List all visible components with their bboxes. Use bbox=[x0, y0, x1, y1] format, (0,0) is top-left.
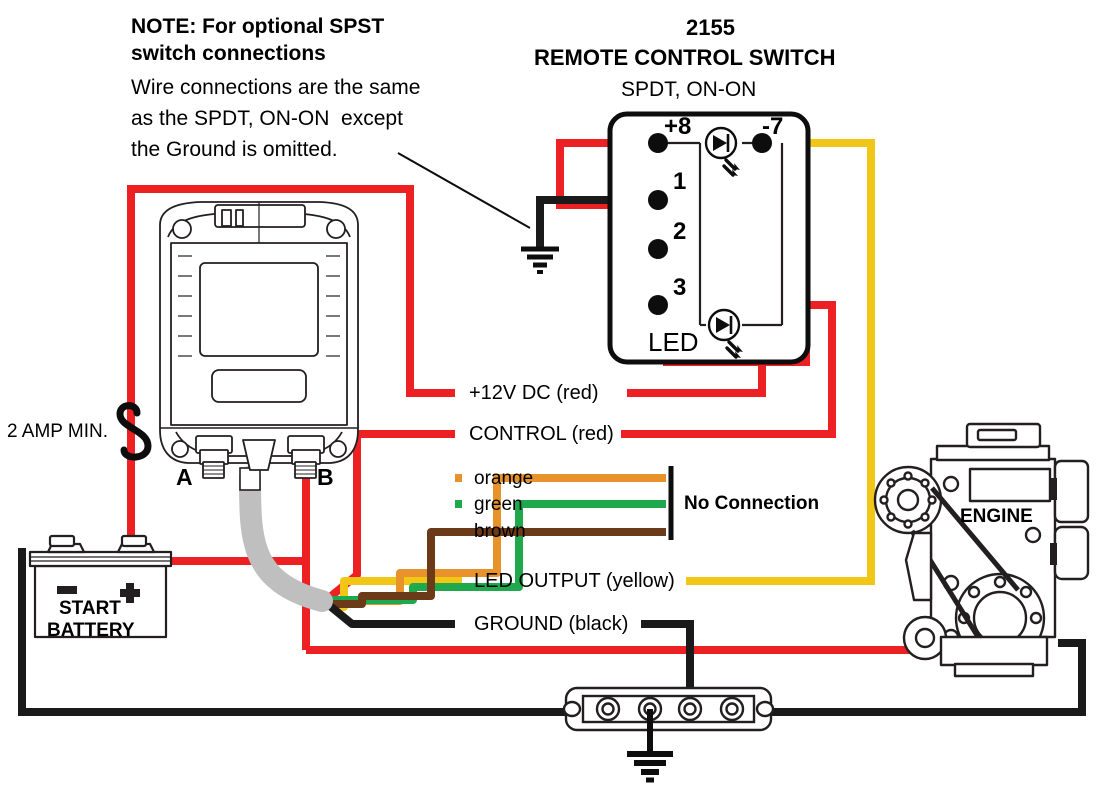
note-body-line1: Wire connections are the same bbox=[131, 76, 421, 99]
wire-relay-b-red bbox=[302, 477, 970, 654]
wire-ground-black bbox=[327, 602, 694, 705]
wire-label-plus12v: +12V DC (red) bbox=[469, 382, 599, 404]
wire-label-led-output: LED OUTPUT (yellow) bbox=[474, 570, 675, 592]
ground-symbol-switch bbox=[521, 246, 559, 274]
remote-control-switch[interactable] bbox=[607, 111, 811, 365]
wire-engine-ground-black bbox=[771, 639, 1086, 716]
terminal-dot-plus8 bbox=[648, 133, 668, 153]
terminal-dot-3 bbox=[648, 295, 668, 315]
wire-label-green: green bbox=[474, 494, 523, 515]
terminal-dot-2 bbox=[648, 239, 668, 259]
led-symbol-upper bbox=[704, 126, 740, 177]
terminal-label-minus7: -7 bbox=[762, 113, 784, 140]
terminal-label-2: 2 bbox=[673, 218, 687, 245]
wire-label-ground: GROUND (black) bbox=[474, 613, 629, 635]
note-body-line3: the Ground is omitted. bbox=[131, 138, 338, 161]
wire-label-control: CONTROL (red) bbox=[469, 423, 614, 445]
fuse-symbol bbox=[116, 402, 152, 461]
switch-model-number: 2155 bbox=[686, 15, 735, 40]
note-leader-line bbox=[397, 152, 531, 229]
wire-battery-negative-black bbox=[18, 548, 566, 716]
relay-solenoid bbox=[159, 201, 359, 479]
ground-symbol-busbar bbox=[627, 709, 673, 783]
led-symbol-lower bbox=[707, 308, 743, 359]
relay-terminal-label-a: A bbox=[176, 464, 193, 490]
terminal-label-3: 3 bbox=[673, 274, 687, 301]
switch-led-label: LED bbox=[648, 327, 699, 357]
engine-label: ENGINE bbox=[960, 506, 1033, 527]
battery-label-line2: BATTERY bbox=[47, 620, 135, 641]
wire-brown bbox=[330, 528, 666, 608]
engine-illustration bbox=[873, 422, 1090, 678]
note-heading-line2: switch connections bbox=[131, 42, 326, 65]
ground-bus-bar bbox=[562, 686, 775, 732]
relay-terminal-label-b: B bbox=[317, 464, 334, 490]
terminal-label-1: 1 bbox=[673, 168, 687, 195]
wire-label-orange: orange bbox=[474, 468, 534, 489]
terminal-dot-minus7 bbox=[752, 133, 772, 153]
switch-subtitle: SPDT, ON-ON bbox=[621, 78, 757, 101]
terminal-dot-1 bbox=[648, 190, 668, 210]
terminal-label-plus8: +8 bbox=[664, 113, 692, 140]
note-heading-line1: NOTE: For optional SPST bbox=[131, 15, 385, 38]
cable-sheath bbox=[239, 466, 333, 612]
battery-label-line1: START bbox=[59, 598, 121, 619]
fuse-label: 2 AMP MIN. bbox=[7, 421, 109, 442]
switch-title: REMOTE CONTROL SWITCH bbox=[534, 45, 836, 70]
wire-label-brown: brown bbox=[474, 521, 526, 542]
start-battery bbox=[28, 534, 173, 639]
note-body-line2: as the SPDT, ON-ON except bbox=[131, 107, 403, 130]
no-connection-label: No Connection bbox=[684, 493, 820, 514]
